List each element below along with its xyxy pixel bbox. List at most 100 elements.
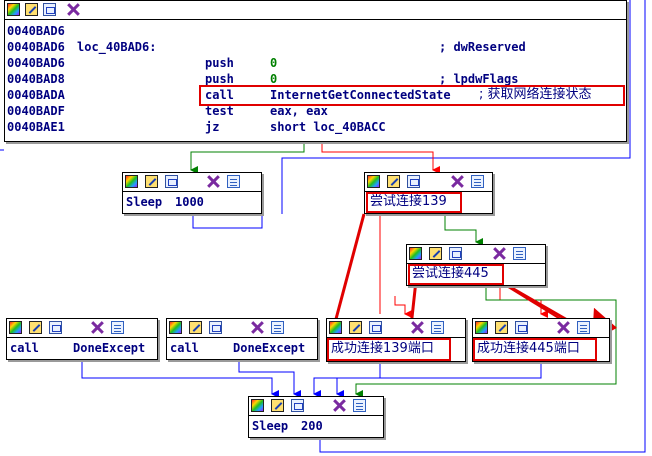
- address: 0040BADF: [7, 104, 65, 118]
- operand: eax, eax: [270, 104, 328, 118]
- block-toolbar: [167, 319, 317, 338]
- try-445-block[interactable]: 尝试连接445: [406, 244, 546, 286]
- edit-icon[interactable]: [495, 321, 508, 334]
- edit-icon[interactable]: [271, 399, 284, 412]
- code-line: 0040BADF: [7, 103, 65, 119]
- block-label: 尝试连接445: [412, 266, 489, 281]
- block-toolbar: [327, 319, 465, 338]
- main-code-block[interactable]: 0040BAD6 0040BAD6 loc_40BAD6: ; dwReserv…: [4, 0, 627, 142]
- graph-icon[interactable]: [165, 175, 178, 188]
- xref-icon[interactable]: [411, 321, 424, 334]
- code-line: 0040BAD6: [7, 55, 65, 71]
- highlight-box: [473, 338, 597, 361]
- document-icon[interactable]: [431, 321, 444, 334]
- graph-icon[interactable]: [43, 3, 56, 16]
- code-line: 0040BAD6: [7, 39, 65, 55]
- mnemonic: call: [205, 88, 234, 102]
- address: 0040BAD6: [7, 56, 65, 70]
- xref-icon[interactable]: [451, 175, 464, 188]
- call-target[interactable]: DoneExcept: [73, 341, 146, 355]
- block-toolbar: [407, 245, 545, 264]
- operand: 0: [270, 72, 278, 86]
- color-icon[interactable]: [251, 399, 264, 412]
- xref-icon[interactable]: [333, 399, 346, 412]
- color-icon[interactable]: [9, 321, 22, 334]
- mnemonic: Sleep: [126, 195, 163, 209]
- sleep-1000-block[interactable]: Sleep 1000: [122, 172, 262, 214]
- code-line: 0040BAD8: [7, 71, 65, 87]
- block-label: 成功连接445端口: [477, 341, 580, 356]
- graph-icon[interactable]: [369, 321, 382, 334]
- document-icon[interactable]: [577, 321, 590, 334]
- address: 0040BAD8: [7, 72, 65, 86]
- color-icon[interactable]: [169, 321, 182, 334]
- xref-icon[interactable]: [207, 175, 220, 188]
- address: 0040BAE1: [7, 120, 65, 134]
- document-icon[interactable]: [513, 247, 526, 260]
- document-icon[interactable]: [227, 175, 240, 188]
- mnemonic: push: [205, 72, 234, 86]
- edit-icon[interactable]: [29, 321, 42, 334]
- xref-icon[interactable]: [557, 321, 570, 334]
- color-icon[interactable]: [329, 321, 342, 334]
- mnemonic: call: [10, 341, 39, 355]
- highlight-box: [199, 85, 625, 106]
- graph-icon[interactable]: [49, 321, 62, 334]
- color-icon[interactable]: [7, 3, 20, 16]
- code-line: 0040BADA: [7, 87, 65, 103]
- operand: 1000: [175, 195, 204, 209]
- block-label: 尝试连接139: [370, 194, 447, 209]
- success-445-block[interactable]: 成功连接445端口: [472, 318, 610, 362]
- mnemonic: push: [205, 56, 234, 70]
- code-comment: ; lpdwFlags: [439, 72, 519, 86]
- mnemonic: call: [170, 341, 199, 355]
- operand: 0: [270, 56, 278, 70]
- block-toolbar: [7, 319, 157, 338]
- xref-icon[interactable]: [67, 3, 80, 16]
- graph-icon[interactable]: [209, 321, 222, 334]
- graph-icon[interactable]: [291, 399, 304, 412]
- edit-icon[interactable]: [349, 321, 362, 334]
- mnemonic: jz: [205, 120, 220, 134]
- block-toolbar: [5, 1, 626, 20]
- try-139-block[interactable]: 尝试连接139: [364, 172, 493, 214]
- mnemonic: test: [205, 104, 234, 118]
- color-icon[interactable]: [125, 175, 138, 188]
- highlight-box: [327, 338, 451, 361]
- xref-icon[interactable]: [251, 321, 264, 334]
- edit-icon[interactable]: [189, 321, 202, 334]
- code-comment: ; 获取网络连接状态: [479, 87, 592, 102]
- code-comment: ; dwReserved: [439, 40, 526, 54]
- edit-icon[interactable]: [25, 3, 38, 16]
- operand: 200: [301, 419, 323, 433]
- block-toolbar: [365, 173, 492, 192]
- color-icon[interactable]: [367, 175, 380, 188]
- color-icon[interactable]: [475, 321, 488, 334]
- color-icon[interactable]: [409, 247, 422, 260]
- edit-icon[interactable]: [387, 175, 400, 188]
- code-line: 0040BAD6: [7, 23, 65, 39]
- xref-icon[interactable]: [493, 247, 506, 260]
- document-icon[interactable]: [471, 175, 484, 188]
- graph-icon[interactable]: [515, 321, 528, 334]
- code-line: 0040BAE1: [7, 119, 65, 135]
- document-icon[interactable]: [271, 321, 284, 334]
- address: 0040BADA: [7, 88, 65, 102]
- document-icon[interactable]: [111, 321, 124, 334]
- call-doneexcept-block-2[interactable]: call DoneExcept: [166, 318, 318, 360]
- call-doneexcept-block-1[interactable]: call DoneExcept: [6, 318, 158, 360]
- code-label[interactable]: loc_40BAD6:: [77, 40, 157, 54]
- call-target[interactable]: DoneExcept: [233, 341, 306, 355]
- highlight-box: [366, 192, 462, 213]
- sleep-200-block[interactable]: Sleep 200: [248, 396, 384, 438]
- edit-icon[interactable]: [145, 175, 158, 188]
- success-139-block[interactable]: 成功连接139端口: [326, 318, 466, 362]
- graph-icon[interactable]: [407, 175, 420, 188]
- edit-icon[interactable]: [429, 247, 442, 260]
- graph-icon[interactable]: [449, 247, 462, 260]
- highlight-box: [408, 264, 504, 285]
- jump-target[interactable]: short loc_40BACC: [270, 120, 386, 134]
- api-call-operand[interactable]: InternetGetConnectedState: [270, 88, 451, 102]
- document-icon[interactable]: [353, 399, 366, 412]
- xref-icon[interactable]: [91, 321, 104, 334]
